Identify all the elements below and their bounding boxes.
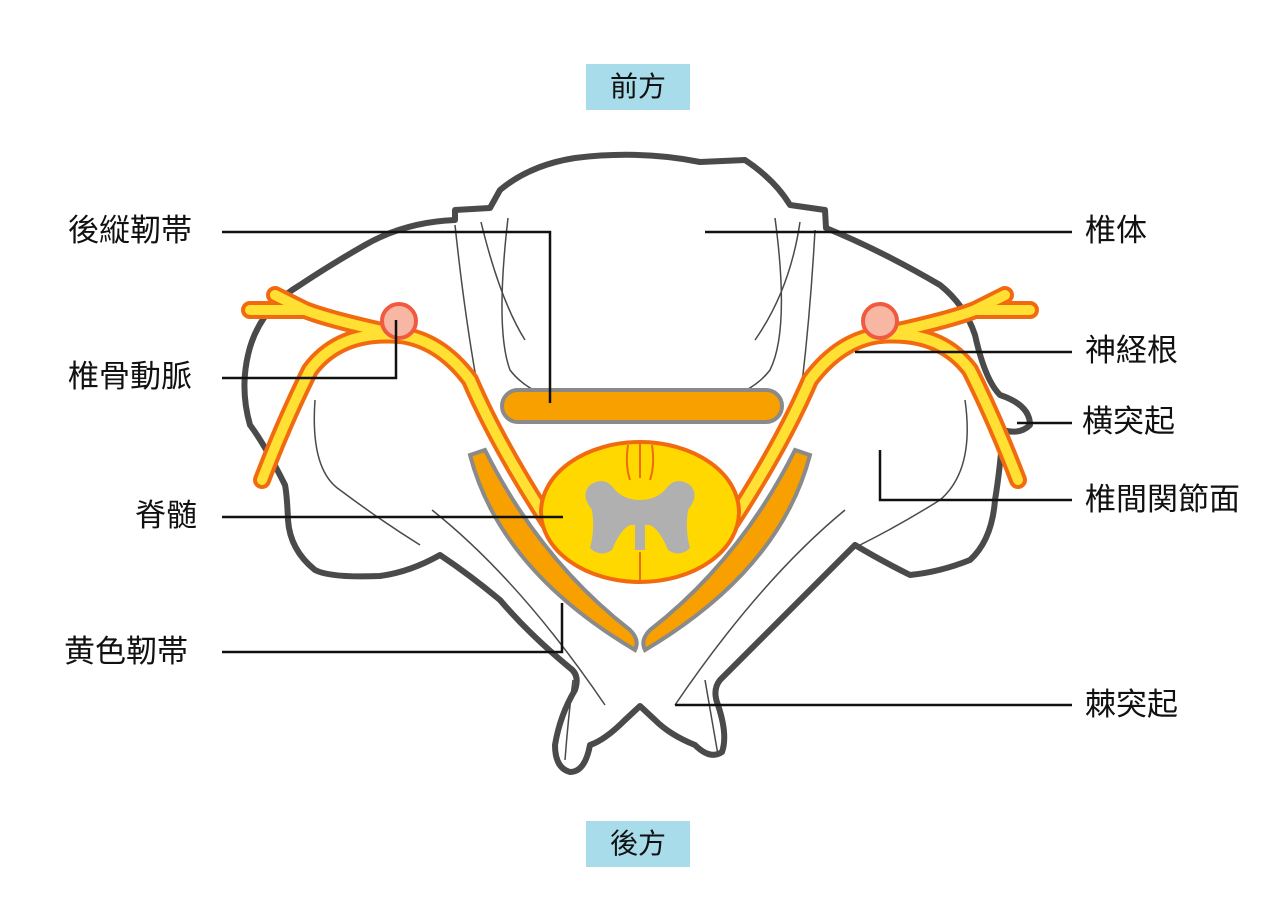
ligamentum-flavum-left [467,447,639,653]
posterior-direction-label: 後方 [586,821,690,867]
label-ligamentum-flavum: 黄色靭帯 [64,634,188,670]
posterior-longitudinal-ligament-shape [500,388,784,424]
anterior-direction-label: 前方 [586,64,690,110]
vertebral-artery-left [380,302,418,340]
label-nerve-root: 神経根 [1085,333,1178,369]
leader-lines [222,230,1072,707]
ligamentum-flavum-right [641,447,813,653]
label-posterior-longitudinal-ligament: 後縦靭帯 [68,213,192,249]
vertebral-artery-right [861,302,899,340]
label-vertebral-artery: 椎骨動脈 [68,359,192,395]
label-vertebral-body: 椎体 [1085,213,1147,249]
spinal-cord-fissures [625,443,655,580]
label-spinal-cord: 脊髄 [135,498,197,534]
spinal-cord-gray-matter [585,481,695,554]
label-spinous-process: 棘突起 [1085,687,1178,723]
label-facet-joint: 椎間関節面 [1085,482,1240,518]
label-transverse-process: 横突起 [1082,404,1175,440]
